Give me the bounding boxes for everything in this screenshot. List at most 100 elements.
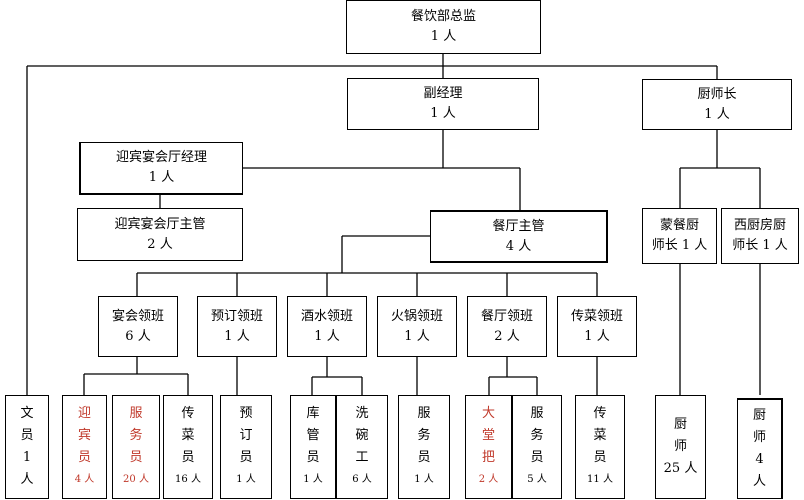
banquet-runner-box: 传 菜 员 16 人 — [163, 395, 213, 499]
reception-manager-title: 迎宾宴会厅经理 — [115, 150, 207, 165]
staff-char: 厨 — [673, 417, 687, 432]
runner-leader-box: 传菜领班 1 人 — [557, 296, 637, 357]
leader-count: 6 人 — [125, 328, 151, 344]
staff-count: 5 人 — [527, 474, 547, 485]
mongolian-chef-line2: 师长 1 人 — [651, 238, 708, 253]
reception-manager-box: 迎宾宴会厅经理 1 人 — [79, 142, 243, 195]
staff-char: 1 — [22, 450, 32, 465]
staff-char: 员 — [593, 450, 607, 465]
head-chef-count: 1 人 — [704, 106, 730, 122]
staff-char: 菜 — [593, 428, 607, 443]
staff-char: 订 — [239, 428, 253, 443]
staff-char: 传 — [593, 406, 607, 421]
staff-count: 6 人 — [352, 474, 372, 485]
reception-manager-count: 1 人 — [148, 170, 175, 185]
staff-count: 11 人 — [587, 474, 613, 485]
staff-char: 文 — [20, 406, 34, 421]
reception-supervisor-box: 迎宾宴会厅主管 2 人 — [77, 208, 243, 261]
staff-char: 员 — [77, 450, 91, 465]
staff-char: 菜 — [181, 428, 195, 443]
restaurant-waiter-box: 服 务 员 5 人 — [512, 395, 562, 499]
staff-char: 服 — [417, 406, 431, 421]
staff-char: 员 — [239, 450, 253, 465]
staff-count: 4 人 — [74, 474, 95, 485]
staff-char: 务 — [129, 428, 143, 443]
staff-char: 人 — [20, 472, 34, 487]
staff-char: 宾 — [77, 428, 91, 443]
dishwasher-box: 洗 碗 工 6 人 — [336, 395, 388, 499]
clerk-box: 文 员 1 人 — [5, 395, 49, 499]
staff-char: 员 — [181, 450, 195, 465]
staff-char: 服 — [129, 406, 143, 421]
staff-char: 服 — [530, 406, 544, 421]
staff-char: 把 — [481, 450, 495, 465]
staff-char: 人 — [752, 474, 766, 489]
staff-count: 20 人 — [123, 474, 149, 485]
leader-title: 火锅领班 — [390, 308, 443, 324]
mongolian-chef-box: 蒙餐厨 师长 1 人 — [642, 208, 717, 264]
head-chef-title: 厨师长 — [697, 86, 737, 102]
leader-count: 1 人 — [224, 328, 250, 344]
western-chef-box: 西厨房厨 师长 1 人 — [721, 208, 799, 264]
storekeeper-box: 库 管 员 1 人 — [290, 395, 336, 499]
booking-leader-box: 预订领班 1 人 — [197, 296, 277, 357]
director-title: 餐饮部总监 — [410, 9, 476, 24]
banquet-waiter-box: 服 务 员 20 人 — [112, 395, 160, 499]
reception-supervisor-title: 迎宾宴会厅主管 — [114, 216, 206, 232]
deputy-count: 1 人 — [430, 106, 456, 121]
staff-char: 员 — [129, 450, 143, 465]
restaurant-supervisor-box: 餐厅主管 4 人 — [430, 210, 608, 263]
staff-char: 师 — [673, 439, 687, 454]
staff-char: 工 — [355, 450, 369, 465]
beverage-leader-box: 酒水领班 1 人 — [287, 296, 367, 357]
mongolian-cook-box: 厨 师 25 人 — [655, 395, 706, 499]
staff-char: 洗 — [355, 406, 369, 421]
mongolian-chef-line1: 蒙餐厨 — [659, 218, 699, 233]
hotpot-waiter-box: 服 务 员 1 人 — [398, 395, 450, 499]
staff-char: 员 — [417, 450, 431, 465]
leader-title: 预订领班 — [210, 308, 263, 324]
leader-title: 宴会领班 — [111, 308, 164, 324]
leader-count: 1 人 — [314, 328, 340, 344]
staff-count: 1 人 — [414, 474, 434, 485]
director-count: 1 人 — [430, 29, 457, 44]
staff-char: 预 — [239, 406, 253, 421]
staff-char: 厨 — [752, 408, 766, 423]
staff-char: 员 — [20, 428, 34, 443]
leader-title: 传菜领班 — [570, 308, 623, 324]
staff-char: 员 — [306, 450, 320, 465]
staff-char: 4 — [755, 452, 764, 467]
staff-count: 2 人 — [478, 474, 499, 485]
staff-char: 员 — [530, 450, 544, 465]
western-chef-line2: 师长 1 人 — [732, 238, 788, 253]
hotpot-leader-box: 火锅领班 1 人 — [377, 296, 457, 357]
restaurant-supervisor-title: 餐厅主管 — [492, 218, 545, 234]
staff-count: 1 人 — [303, 474, 323, 485]
staff-char: 传 — [181, 406, 195, 421]
head-chef-box: 厨师长 1 人 — [642, 79, 792, 130]
booking-clerk-box: 预 订 员 1 人 — [220, 395, 272, 499]
runner-box: 传 菜 员 11 人 — [575, 395, 625, 499]
director-box: 餐饮部总监 1 人 — [346, 0, 541, 54]
staff-char: 大 — [481, 406, 495, 421]
staff-char: 务 — [417, 428, 431, 443]
leader-count: 1 人 — [584, 328, 610, 344]
deputy-title: 副经理 — [423, 86, 463, 101]
floor-manager-box: 大 堂 把 2 人 — [465, 395, 512, 499]
staff-char: 师 — [752, 430, 766, 445]
staff-char: 堂 — [481, 428, 495, 443]
leader-title: 餐厅领班 — [480, 308, 533, 324]
leader-count: 1 人 — [404, 328, 430, 344]
greeter-box: 迎 宾 员 4 人 — [62, 395, 107, 499]
western-chef-line1: 西厨房厨 — [733, 218, 786, 233]
reception-supervisor-count: 2 人 — [147, 236, 173, 252]
staff-count: 25 人 — [663, 461, 698, 476]
staff-char: 库 — [306, 406, 320, 421]
staff-char: 迎 — [77, 406, 91, 421]
restaurant-supervisor-count: 4 人 — [505, 238, 532, 254]
staff-count: 1 人 — [236, 474, 256, 485]
leader-title: 酒水领班 — [300, 308, 353, 324]
staff-count: 16 人 — [175, 474, 201, 485]
restaurant-leader-box: 餐厅领班 2 人 — [467, 296, 547, 357]
staff-char: 务 — [530, 428, 544, 443]
